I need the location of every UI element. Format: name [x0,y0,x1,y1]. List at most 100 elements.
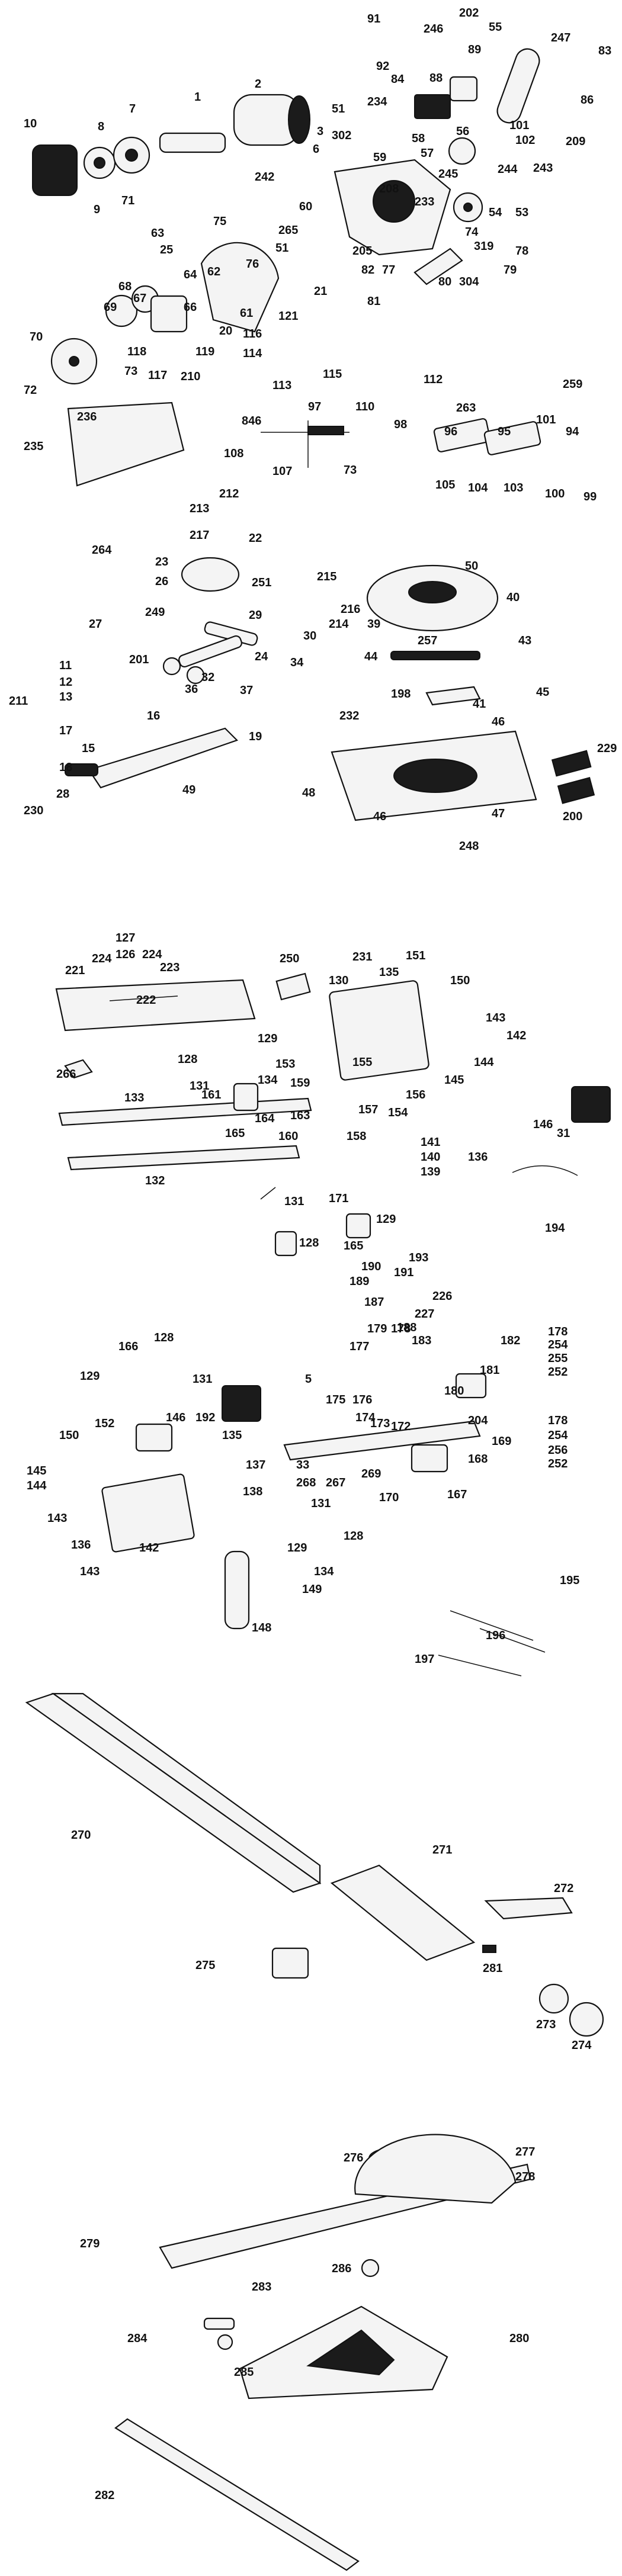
label-41: 41 [473,698,486,711]
label-274: 274 [572,2039,592,2052]
label-177: 177 [350,1340,369,1353]
label-81: 81 [367,295,380,308]
label-257: 257 [418,634,437,647]
label-56: 56 [456,125,469,138]
label-226: 226 [432,1290,452,1303]
label-36: 36 [185,683,198,696]
label-84: 84 [391,73,405,86]
label-94: 94 [566,425,579,438]
label-157: 157 [358,1103,378,1116]
label-61: 61 [240,307,253,320]
label-270: 270 [71,1829,91,1842]
label-129c: 129 [80,1370,100,1383]
label-3: 3 [317,125,323,138]
label-33: 33 [296,1459,309,1472]
label-265: 265 [278,224,298,237]
label-107: 107 [272,465,292,478]
label-273: 273 [536,2018,556,2031]
label-116: 116 [243,327,262,341]
label-131d: 131 [311,1497,331,1510]
label-99: 99 [583,490,597,503]
label-254b: 254 [548,1429,568,1442]
label-1: 1 [194,91,201,104]
label-23: 23 [155,555,168,568]
label-24: 24 [255,650,268,663]
label-145b: 145 [27,1464,46,1477]
label-71: 71 [121,194,134,207]
label-136b: 136 [71,1538,91,1552]
label-196: 196 [486,1629,505,1642]
label-198: 198 [391,688,411,701]
part-armature [159,132,226,153]
label-37: 37 [240,684,253,697]
label-40: 40 [506,591,520,604]
label-193: 193 [409,1251,428,1264]
part-fence-body [330,1864,476,1961]
label-247: 247 [551,31,570,44]
label-118: 118 [127,345,146,358]
label-217: 217 [190,529,209,542]
label-252b: 252 [548,1457,568,1470]
label-5: 5 [305,1373,312,1386]
label-135: 135 [379,966,399,979]
label-49: 49 [182,783,195,796]
label-282: 282 [95,2489,114,2502]
label-223: 223 [160,961,179,974]
label-281: 281 [483,1962,502,1975]
label-45: 45 [536,686,549,699]
label-7: 7 [129,102,136,115]
label-126: 126 [116,948,135,961]
label-149: 149 [302,1583,322,1596]
label-192: 192 [195,1411,215,1424]
label-187: 187 [364,1296,384,1309]
label-263: 263 [456,402,476,415]
part-spring [512,1165,578,1176]
label-180: 180 [444,1385,464,1398]
label-150b: 150 [59,1429,79,1442]
label-26: 26 [155,575,168,588]
part-upper-guard [67,402,185,487]
label-39: 39 [367,618,380,631]
label-249: 249 [145,606,165,619]
label-224: 224 [92,952,112,965]
label-95: 95 [498,425,511,438]
label-80: 80 [438,275,451,288]
label-69: 69 [104,301,117,314]
label-2: 2 [255,78,261,91]
label-229: 229 [597,742,617,755]
label-242: 242 [255,171,274,184]
label-176: 176 [352,1393,372,1406]
label-114: 114 [243,347,262,360]
label-271: 271 [432,1843,452,1856]
label-153: 153 [275,1058,295,1071]
label-10: 10 [24,117,37,130]
label-63: 63 [151,227,164,240]
label-142b: 142 [139,1541,159,1554]
label-266: 266 [56,1068,76,1081]
label-17: 17 [59,724,72,737]
label-214: 214 [329,618,349,631]
label-101: 101 [509,119,529,132]
label-236: 236 [77,410,97,423]
label-60: 60 [299,200,312,213]
label-131b: 131 [284,1195,304,1208]
label-159: 159 [290,1077,310,1090]
label-50: 50 [465,560,478,573]
label-64: 64 [184,268,197,281]
label-74: 74 [465,226,479,239]
label-233: 233 [415,195,434,208]
label-82: 82 [361,264,374,277]
label-165: 165 [225,1127,245,1140]
label-146: 146 [533,1118,553,1131]
label-144b: 144 [27,1479,47,1492]
label-181: 181 [480,1364,499,1377]
label-189: 189 [350,1275,369,1288]
label-79: 79 [504,264,517,277]
label-22: 22 [249,532,262,545]
label-139: 139 [421,1165,440,1178]
label-68: 68 [118,280,132,293]
label-283: 283 [252,2281,271,2294]
label-246: 246 [424,23,443,36]
label-221: 221 [65,964,85,977]
label-73b: 73 [344,464,357,477]
